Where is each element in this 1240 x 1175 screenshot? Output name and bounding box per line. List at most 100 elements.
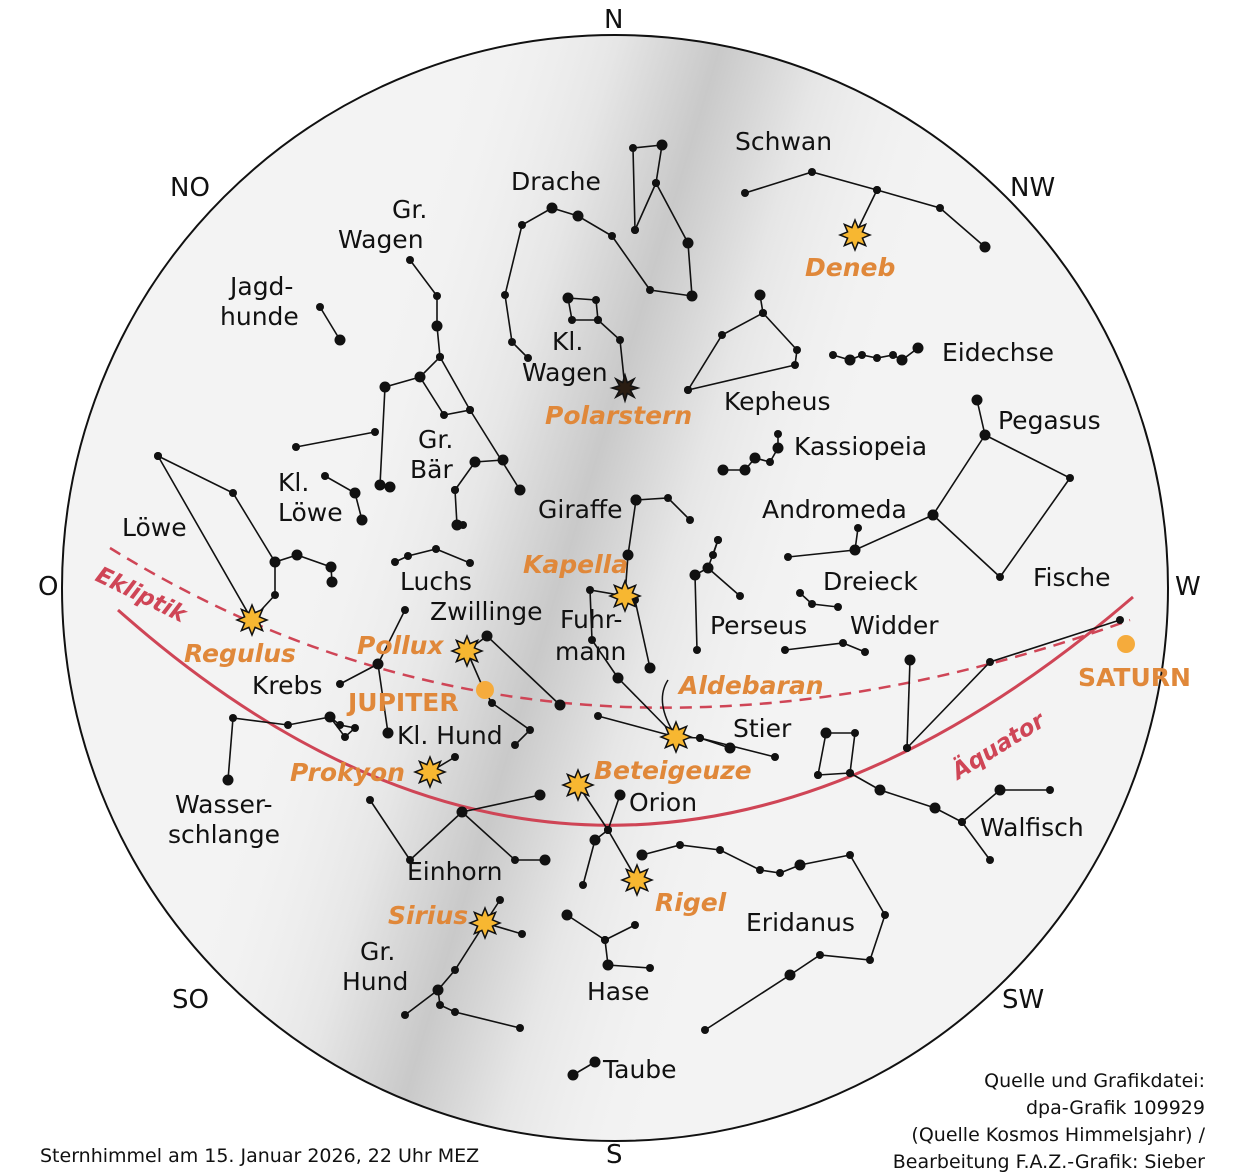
constellation-line: [932, 434, 1072, 579]
constellation-labels: Schwan Drache Gr. Wagen Jagd- hunde Kl. …: [122, 127, 1111, 1084]
star-dot: [644, 662, 656, 674]
star-dot: [986, 658, 994, 666]
star-dot: [451, 519, 463, 531]
constellation-line: [404, 989, 439, 1016]
star-dot: [514, 484, 526, 496]
star-dot: [440, 411, 448, 419]
constellation-orion: [577, 784, 638, 889]
star-dot: [771, 753, 779, 761]
star-dot: [592, 296, 600, 304]
star-dot: [451, 486, 459, 494]
star-dot: [349, 487, 361, 499]
star-beteigeuze-icon: [561, 768, 595, 802]
label-regulus: Regulus: [184, 639, 296, 668]
star-dot: [511, 741, 519, 749]
direction-s: S: [606, 1140, 623, 1170]
constellation-line: [906, 659, 911, 749]
label-beteigeuze: Beteigeuze: [594, 756, 752, 785]
label-polarstern: Polarstern: [545, 401, 692, 430]
star-dot: [689, 569, 701, 581]
label-dreieck: Dreieck: [823, 567, 918, 596]
star-dot: [874, 784, 886, 796]
constellation-figures: [154, 139, 1124, 1081]
bright-stars: [235, 218, 872, 940]
star-dot: [630, 494, 642, 506]
star-dot: [820, 727, 832, 739]
star-dot: [716, 846, 724, 854]
star-dot: [526, 726, 534, 734]
label-sirius: Sirius: [388, 901, 468, 930]
star-dot: [594, 316, 602, 324]
star-dot: [846, 851, 854, 859]
star-dot: [588, 636, 596, 644]
label-pegasus: Pegasus: [998, 406, 1101, 435]
star-dot: [614, 789, 626, 801]
label-saturn: SATURN: [1078, 663, 1191, 692]
label-gr-hund: Gr.: [360, 937, 395, 966]
star-dot: [808, 600, 816, 608]
label-hase: Hase: [587, 977, 650, 1006]
constellation-andromeda: [784, 511, 937, 561]
constellation-line: [157, 455, 276, 622]
constellation-schwan: [741, 168, 991, 253]
star-dot: [759, 309, 767, 317]
star-dot: [709, 551, 717, 559]
constellation-luchs: [391, 545, 474, 567]
star-dot: [518, 221, 526, 229]
constellation-line: [604, 924, 636, 941]
ecliptic-line: [109, 546, 1131, 709]
star-dot: [873, 354, 881, 362]
star-dot: [589, 1056, 601, 1068]
constellation-gr-hund: [401, 896, 526, 1032]
star-dot: [631, 226, 639, 234]
label-stier: Stier: [733, 714, 792, 743]
star-dot: [561, 909, 573, 921]
star-dot: [366, 796, 374, 804]
star-dot: [794, 859, 806, 871]
label-rigel: Rigel: [655, 888, 727, 917]
star-dot: [717, 464, 729, 476]
constellation-loewe: [154, 452, 338, 622]
label-gr-wagen: Gr.: [392, 195, 427, 224]
label-zwillinge: Zwillinge: [430, 597, 542, 626]
constellation-line: [437, 922, 521, 1029]
constellation-kl-loewe: [321, 472, 368, 526]
constellation-dreieck: [796, 589, 842, 611]
label-taube: Taube: [602, 1055, 677, 1084]
star-dot: [608, 232, 616, 240]
saturn-marker: [1117, 635, 1135, 653]
star-dot: [292, 443, 300, 451]
credit-line: (Quelle Kosmos Himmelsjahr) /: [911, 1124, 1205, 1146]
label-jagdhunde: Jagd-: [228, 272, 293, 301]
star-dot: [749, 452, 761, 464]
star-dot: [229, 714, 237, 722]
label-luchs: Luchs: [400, 567, 472, 596]
star-dot: [676, 841, 684, 849]
star-dot: [636, 849, 648, 861]
star-dot: [994, 784, 1006, 796]
star-dot: [316, 303, 324, 311]
star-dot: [271, 591, 279, 599]
star-dot: [622, 549, 634, 561]
star-dot: [808, 168, 816, 176]
star-dot: [629, 144, 637, 152]
star-dot: [466, 559, 474, 567]
star-dot: [229, 489, 237, 497]
star-dot: [816, 951, 824, 959]
label-jupiter: JUPITER: [346, 688, 459, 717]
label-walfisch: Walfisch: [980, 813, 1084, 842]
star-dot: [766, 458, 774, 466]
label-eridanus: Eridanus: [746, 908, 855, 937]
star-dot: [754, 289, 766, 301]
star-dot: [436, 1001, 444, 1009]
star-regulus-icon: [235, 603, 269, 637]
label-gr-wagen: Wagen: [338, 225, 424, 254]
star-dot: [844, 354, 856, 366]
star-sirius-icon: [468, 906, 502, 940]
star-dot: [336, 721, 344, 729]
star-dot: [372, 658, 384, 670]
label-orion: Orion: [629, 788, 697, 817]
constellation-einhorn: [366, 789, 551, 866]
constellation-eridanus: [636, 841, 889, 1034]
star-dot: [873, 186, 881, 194]
